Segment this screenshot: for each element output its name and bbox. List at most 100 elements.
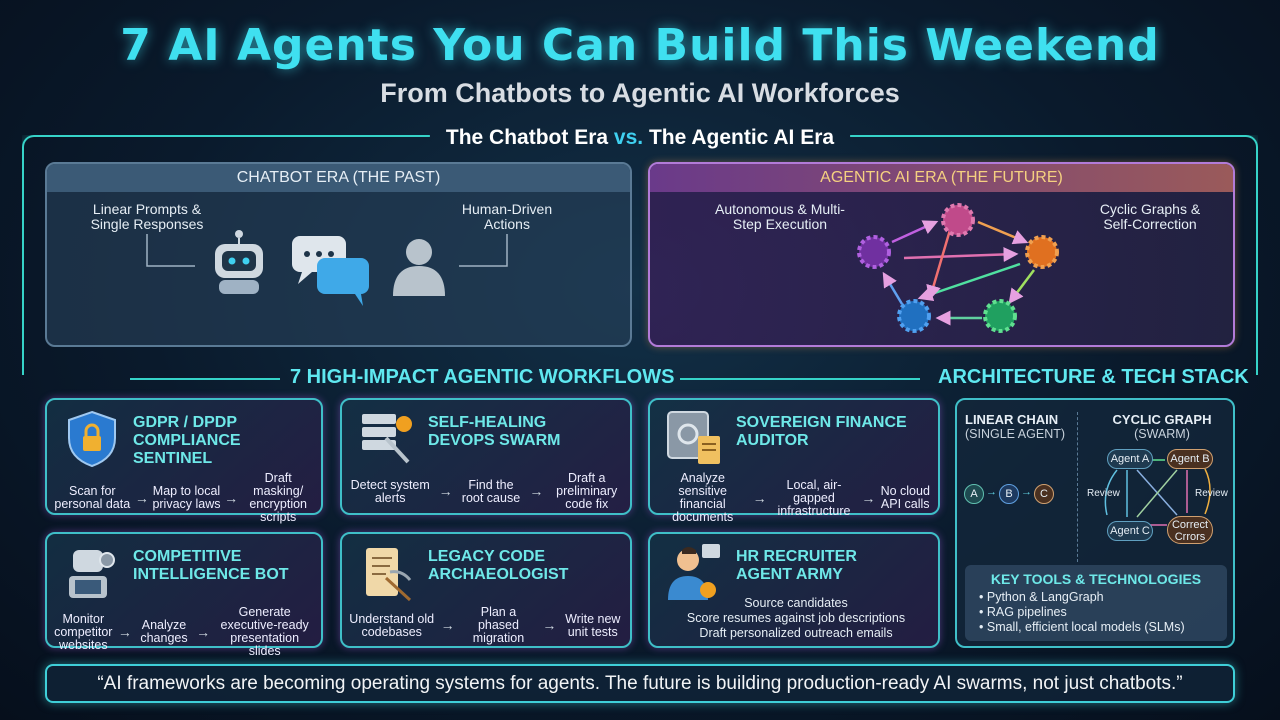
card-steps: Scan for personal data→Map to local priv… bbox=[51, 472, 317, 524]
step: Analyze changes bbox=[140, 618, 188, 645]
card-steps: Understand old codebases → Plan a phased m… bbox=[346, 606, 626, 645]
label-cyclic-graphs: Cyclic Graphs & Self-Correction bbox=[1099, 201, 1201, 232]
label-human-driven: Human-Driven Actions bbox=[461, 201, 553, 232]
cyclic-node-correct-errors: Correct Crrors bbox=[1167, 516, 1213, 544]
workflows-heading: 7 HIGH-IMPACT AGENTIC WORKFLOWS bbox=[290, 366, 675, 388]
linear-node-a: A bbox=[964, 484, 984, 504]
cyclic-node-agent-a: Agent A bbox=[1107, 449, 1153, 469]
agentic-era-panel: AGENTIC AI ERA (THE FUTURE) Autonomous &… bbox=[648, 162, 1235, 347]
page-subtitle: From Chatbots to Agentic AI Workforces bbox=[380, 78, 900, 108]
tool-label: Small, efficient local models (SLMs) bbox=[986, 620, 1185, 634]
chat-bubbles-icon bbox=[292, 236, 369, 306]
chatbot-icons bbox=[146, 230, 508, 306]
arrow-icon: → bbox=[117, 623, 132, 640]
line: Draft personalized outreach emails bbox=[699, 626, 893, 640]
robot-binoculars-icon bbox=[69, 550, 115, 598]
step: Local, air-gapped infrastructure bbox=[777, 477, 851, 518]
key-tools-box: KEY TOOLS & TECHNOLOGIES • Python & Lang… bbox=[965, 565, 1227, 641]
label-autonomous: Autonomous & Multi-Step Execution bbox=[715, 201, 845, 232]
cyclic-node-agent-b: Agent B bbox=[1167, 449, 1213, 469]
arrow-icon: → bbox=[224, 489, 239, 506]
robot-icon bbox=[215, 230, 263, 294]
card-title: SOVEREIGN FINANCE AUDITOR bbox=[736, 414, 907, 449]
step: Scan for personal data bbox=[54, 484, 131, 511]
line: Score resumes against job descriptions bbox=[686, 611, 906, 625]
step: Write new unit tests bbox=[565, 611, 621, 639]
card-title: GDPR / DPDP COMPLIANCE SENTINEL bbox=[133, 414, 241, 467]
arrow-icon: → bbox=[440, 617, 455, 633]
arrow-icon: → bbox=[196, 623, 211, 640]
panel-title: AGENTIC AI ERA (THE FUTURE) bbox=[650, 164, 1233, 192]
architecture-panel: LINEAR CHAIN (SINGLE AGENT) CYCLIC GRAPH… bbox=[955, 398, 1235, 648]
tool-item: • RAG pipelines bbox=[979, 605, 1067, 619]
arrow-icon: → bbox=[134, 489, 149, 506]
divider bbox=[130, 378, 280, 380]
divider bbox=[680, 378, 920, 380]
card-steps: Monitor competitor websites→Analyze chan… bbox=[51, 606, 317, 658]
card-steps: Analyze sensitive financial documents → Lo… bbox=[654, 472, 934, 524]
linear-chain-subtitle: (SINGLE AGENT) bbox=[965, 427, 1066, 441]
arrow-icon: → bbox=[438, 483, 453, 499]
arrow-icon: → bbox=[529, 483, 544, 499]
divider bbox=[1077, 412, 1078, 562]
workflow-card-devops: SELF-HEALING DEVOPS SWARM Detect system … bbox=[340, 398, 632, 515]
user-icon bbox=[393, 239, 445, 296]
label-linear-prompts: Linear Prompts & Single Responses bbox=[90, 201, 204, 232]
cyclic-graph-subtitle: (SWARM) bbox=[1134, 427, 1190, 441]
cyclic-graph-edges bbox=[1104, 459, 1211, 526]
tool-item: • Small, efficient local models (SLMs) bbox=[979, 620, 1185, 634]
step: Map to local privacy laws bbox=[152, 484, 221, 511]
workflow-card-legacy: LEGACY CODE ARCHAEOLOGIST Understand old… bbox=[340, 532, 632, 648]
key-tools-title: KEY TOOLS & TECHNOLOGIES bbox=[990, 571, 1202, 587]
chatbot-era-panel: CHATBOT ERA (THE PAST) Linear Prompts & … bbox=[45, 162, 632, 347]
server-wrench-icon bbox=[362, 414, 412, 464]
comparison-heading: The Chatbot Era vs. The Agentic AI Era bbox=[0, 126, 1280, 150]
arrow-icon: → bbox=[986, 486, 997, 498]
card-lines: Source candidates Score resumes against … bbox=[650, 596, 942, 641]
workflow-card-finance: SOVEREIGN FINANCE AUDITOR Analyze sensit… bbox=[648, 398, 940, 524]
workflow-card-competitive: COMPETITIVE INTELLIGENCE BOT Monitor com… bbox=[45, 532, 323, 658]
workflow-card-hr: HR RECRUITER AGENT ARMY Source candidate… bbox=[648, 532, 940, 648]
linear-chain-title: LINEAR CHAIN bbox=[965, 412, 1059, 427]
arrow-icon: → bbox=[1021, 486, 1032, 498]
workflow-card-gdpr: GDPR / DPDP COMPLIANCE SENTINEL Scan for… bbox=[45, 398, 323, 524]
step: Monitor competitor websites bbox=[54, 611, 113, 652]
review-label: Review bbox=[1195, 488, 1228, 499]
heading-part: The Chatbot Era bbox=[445, 126, 614, 149]
arrow-icon: → bbox=[861, 489, 876, 506]
cyclic-graph-title: CYCLIC GRAPH bbox=[1112, 412, 1212, 427]
step: Draft masking/ encryption scripts bbox=[249, 471, 308, 524]
review-label: Review bbox=[1087, 488, 1120, 499]
gear-network-icon bbox=[857, 203, 1059, 333]
step: Understand old codebases bbox=[349, 611, 435, 639]
safe-document-icon bbox=[667, 411, 720, 464]
card-title: HR RECRUITER AGENT ARMY bbox=[736, 548, 857, 583]
tool-label: Python & LangGraph bbox=[986, 590, 1104, 604]
tool-item: • Python & LangGraph bbox=[979, 590, 1104, 604]
step: Analyze sensitive financial documents bbox=[672, 471, 734, 524]
panel-title: CHATBOT ERA (THE PAST) bbox=[47, 164, 630, 192]
linear-node-b: B bbox=[999, 484, 1019, 504]
gear-nodes bbox=[857, 203, 1059, 333]
step: No cloud API calls bbox=[880, 484, 930, 511]
step: Detect system alerts bbox=[350, 477, 430, 505]
step: Generate executive-ready presentation sl… bbox=[220, 605, 309, 658]
page-title: 7 AI Agents You Can Build This Weekend bbox=[120, 20, 1160, 71]
step: Plan a phased migration bbox=[472, 605, 525, 645]
heading-vs: vs. bbox=[613, 126, 644, 149]
card-title: SELF-HEALING DEVOPS SWARM bbox=[428, 414, 561, 449]
architecture-heading: ARCHITECTURE & TECH STACK bbox=[938, 366, 1249, 388]
step: Find the root cause bbox=[461, 477, 521, 505]
step: Draft a preliminary code fix bbox=[556, 471, 618, 511]
quote-banner: “AI frameworks are becoming operating sy… bbox=[45, 664, 1235, 703]
linear-node-c: C bbox=[1034, 484, 1054, 504]
card-title: LEGACY CODE ARCHAEOLOGIST bbox=[428, 548, 569, 583]
arrow-icon: → bbox=[542, 617, 557, 633]
arrow-icon: → bbox=[752, 489, 767, 506]
recruiter-icon bbox=[668, 544, 720, 600]
shield-lock-icon bbox=[68, 410, 116, 468]
heading-part: The Agentic AI Era bbox=[643, 126, 835, 149]
cyclic-node-agent-c: Agent C bbox=[1107, 521, 1153, 541]
line: Source candidates bbox=[744, 596, 848, 610]
tool-label: RAG pipelines bbox=[986, 605, 1067, 619]
